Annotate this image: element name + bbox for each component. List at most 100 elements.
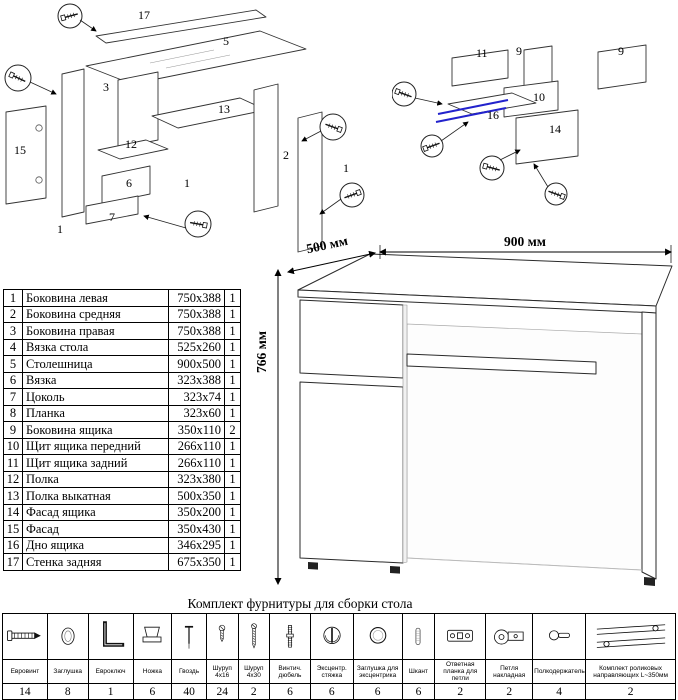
hardware-item-qty: 6: [269, 683, 311, 700]
part-num: 4: [3, 338, 23, 356]
assembled-desk-diagram: 900 мм 500 мм 766 мм: [254, 233, 673, 586]
panel-back-wall: [95, 9, 267, 44]
plug-icon: [46, 613, 89, 660]
part-name: Дно ящика: [22, 536, 169, 554]
part-size: 525x260: [168, 338, 225, 356]
hardware-item-name: Ножка: [132, 658, 173, 685]
hardware-item-name: Евровинт: [2, 658, 48, 685]
hardware-item-name: Винтич. дюбель: [269, 658, 311, 685]
part-qty: 1: [224, 536, 241, 554]
part-number-label: 10: [533, 90, 545, 104]
part-num: 11: [3, 454, 23, 472]
desk-door-front: [299, 381, 404, 564]
part-number-label: 15: [14, 143, 26, 157]
part-qty: 1: [224, 470, 241, 488]
part-name: Вязка стола: [22, 338, 169, 356]
drawer-side-panel-a: [523, 45, 553, 89]
part-number-label: 2: [283, 148, 289, 162]
part-num: 2: [3, 305, 23, 323]
part-size: 346x295: [168, 536, 225, 554]
panel-pullout-shelf: [151, 97, 267, 129]
part-number-label: 14: [549, 122, 561, 136]
panel-rail: [101, 165, 151, 205]
dimension-lines: [274, 245, 673, 586]
desk-right-side-panel: [641, 311, 657, 580]
part-num: 9: [3, 421, 23, 439]
hinge-icon: [485, 613, 534, 660]
part-qty: 1: [224, 338, 241, 356]
part-number-label: 7: [109, 210, 115, 224]
part-number-label: 13: [218, 102, 230, 116]
part-size: 323x380: [168, 470, 225, 488]
panel-side-middle: [253, 83, 279, 213]
part-number-label: 16: [487, 108, 499, 122]
drawer-guide-rail: [435, 99, 509, 123]
hardware-item-name: Гвоздь: [171, 658, 207, 685]
hardware-icons-row: [2, 613, 676, 660]
panel-fasad-door: [5, 105, 47, 205]
part-name: Полка: [22, 470, 169, 488]
part-qty: 2: [224, 421, 241, 439]
hardware-item-name: Заглушка для эксцентрика: [352, 658, 403, 685]
part-num: 14: [3, 503, 23, 521]
part-number-label: 6: [126, 176, 132, 190]
hinge-plate-icon: [434, 613, 487, 660]
hardware-item-name: Комплект роликовых направляющих L~350мм: [585, 658, 676, 685]
part-name: Щит ящика задний: [22, 454, 169, 472]
part-num: 12: [3, 470, 23, 488]
screw-long-icon: [237, 613, 271, 660]
part-number-label: 9: [618, 44, 624, 58]
part-name: Фасад: [22, 520, 169, 538]
hardware-item-qty: 8: [46, 683, 89, 700]
part-num: 6: [3, 371, 23, 389]
part-size: 350x430: [168, 520, 225, 538]
part-name: Фасад ящика: [22, 503, 169, 521]
hardware-item-qty: 4: [532, 683, 587, 700]
part-qty: 1: [224, 520, 241, 538]
nail-icon: [171, 613, 207, 660]
part-qty: 1: [224, 454, 241, 472]
dowel-screw-icon: [269, 613, 311, 660]
detail-callouts: [4, 3, 365, 238]
hardware-item-qty: 1: [87, 683, 134, 700]
hardware-item-name: Эксцентр. стяжка: [309, 658, 354, 685]
part-number-label: 9: [516, 44, 522, 58]
hardware-item-qty: 24: [205, 683, 239, 700]
cam-cover-icon: [352, 613, 403, 660]
part-size: 323x60: [168, 404, 225, 422]
part-size: 900x500: [168, 355, 225, 373]
hardware-item-qty: 6: [352, 683, 403, 700]
drawer-fasad-panel: [515, 109, 579, 165]
part-number-label: 3: [103, 80, 109, 94]
panel-side-right: [297, 111, 323, 253]
part-num: 17: [3, 553, 23, 571]
part-name: Столешница: [22, 355, 169, 373]
part-size: 750x388: [168, 289, 225, 307]
part-size: 323x74: [168, 388, 225, 406]
part-qty: 1: [224, 355, 241, 373]
hardware-item-qty: 6: [401, 683, 436, 700]
hardware-item-qty: 2: [585, 683, 676, 700]
part-num: 10: [3, 437, 23, 455]
shelf-pin-icon: [532, 613, 587, 660]
part-num: 13: [3, 487, 23, 505]
desk-partition-edge: [402, 304, 408, 564]
part-number-label: 1: [57, 222, 63, 236]
screw-short-icon: [205, 613, 239, 660]
hardware-item-qty: 40: [171, 683, 207, 700]
part-name: Боковина правая: [22, 322, 169, 340]
cam-icon: [309, 613, 354, 660]
